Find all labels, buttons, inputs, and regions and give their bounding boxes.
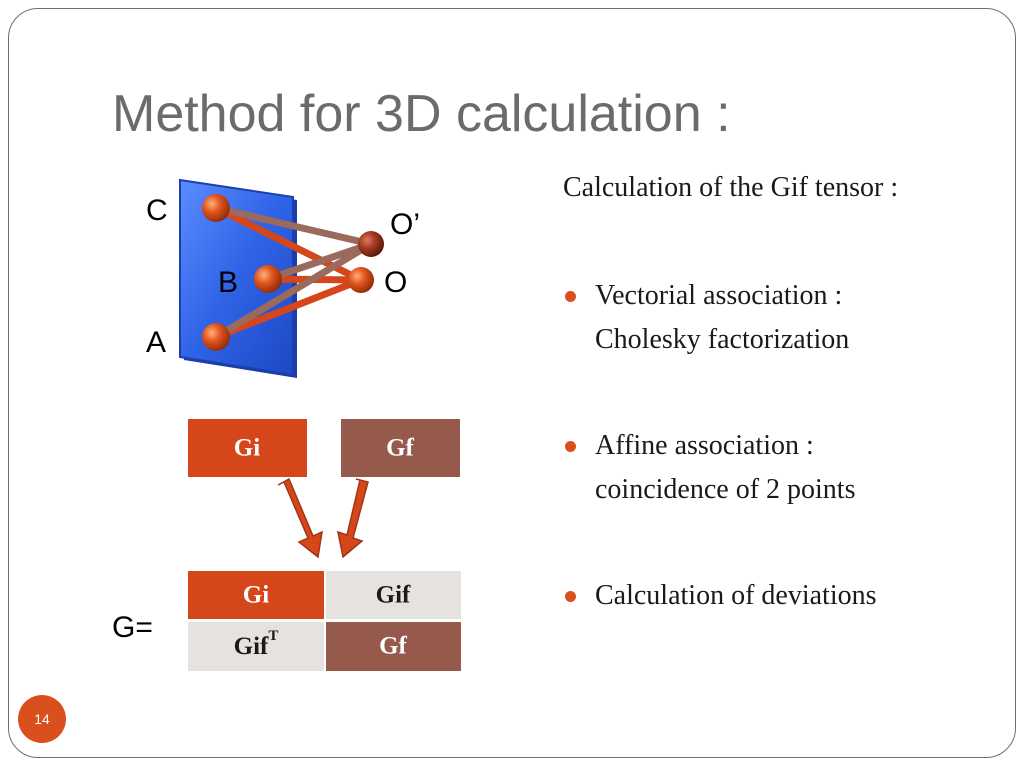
matrix-cell-bottom-right — [326, 622, 461, 671]
bullet-dot-icon — [565, 591, 576, 602]
point-o-sphere — [348, 267, 374, 293]
block-gi-label: Gi — [234, 435, 260, 462]
rod-a-o — [212, 276, 365, 341]
bullet-line-2: coincidence of 2 points — [595, 474, 856, 505]
bullet-dot-icon — [565, 441, 576, 452]
rod-c-o-prime — [212, 204, 375, 248]
arrow-gi-to-matrix — [277, 477, 323, 559]
matrix-top-right-label: Gif — [376, 582, 411, 609]
label-o-prime: O’ — [390, 208, 420, 241]
block-gf — [341, 419, 460, 477]
label-o: O — [384, 266, 407, 299]
bullet-line-1: Calculation of deviations — [595, 580, 877, 611]
explanation-text: Calculation of the Gif tensor : Vectoria… — [563, 168, 1003, 618]
matrix-cell-top-left — [188, 571, 324, 619]
matrix-bottom-left-sup: T — [268, 628, 278, 644]
bullet-dot-icon — [565, 291, 576, 302]
matrix-bottom-right-label: Gf — [379, 633, 407, 660]
label-a: A — [146, 326, 166, 359]
intro-text: Calculation of the Gif tensor : — [563, 172, 899, 203]
matrix-bottom-left-label: GifT — [234, 628, 279, 660]
rod-b-o-prime — [264, 240, 375, 283]
rod-a-o-prime — [212, 240, 375, 341]
bullet-item: Vectorial association : Cholesky factori… — [563, 274, 1003, 362]
matrix-cell-top-right — [326, 571, 461, 619]
page-number-badge: 14 — [18, 695, 66, 743]
point-a-sphere — [202, 323, 230, 351]
connection-rods — [212, 204, 375, 341]
arrow-gf-to-matrix — [337, 478, 369, 559]
matrix-bottom-left-base: Gif — [234, 633, 269, 660]
bullet-line-2: Cholesky factorization — [595, 324, 850, 355]
label-c: C — [146, 194, 168, 227]
slide-frame — [8, 8, 1016, 758]
point-o-prime-sphere — [358, 231, 384, 257]
bullet-line-1: Affine association : — [595, 430, 814, 461]
matrix-cell-bottom-left — [188, 622, 324, 671]
bullet-line-1: Vectorial association : — [595, 280, 843, 311]
block-gi — [188, 419, 307, 477]
bullet-item: Calculation of deviations — [563, 574, 1003, 618]
bullet-list: Vectorial association : Cholesky factori… — [563, 274, 1003, 618]
point-b-sphere — [254, 265, 282, 293]
matrix-prefix: G= — [112, 611, 153, 644]
bullet-item: Affine association : coincidence of 2 po… — [563, 424, 1003, 512]
slide-title: Method for 3D calculation : — [112, 85, 731, 143]
point-c-sphere — [202, 194, 230, 222]
label-b: B — [218, 266, 238, 299]
block-gf-label: Gf — [386, 435, 414, 462]
matrix-top-left-label: Gi — [243, 582, 269, 609]
